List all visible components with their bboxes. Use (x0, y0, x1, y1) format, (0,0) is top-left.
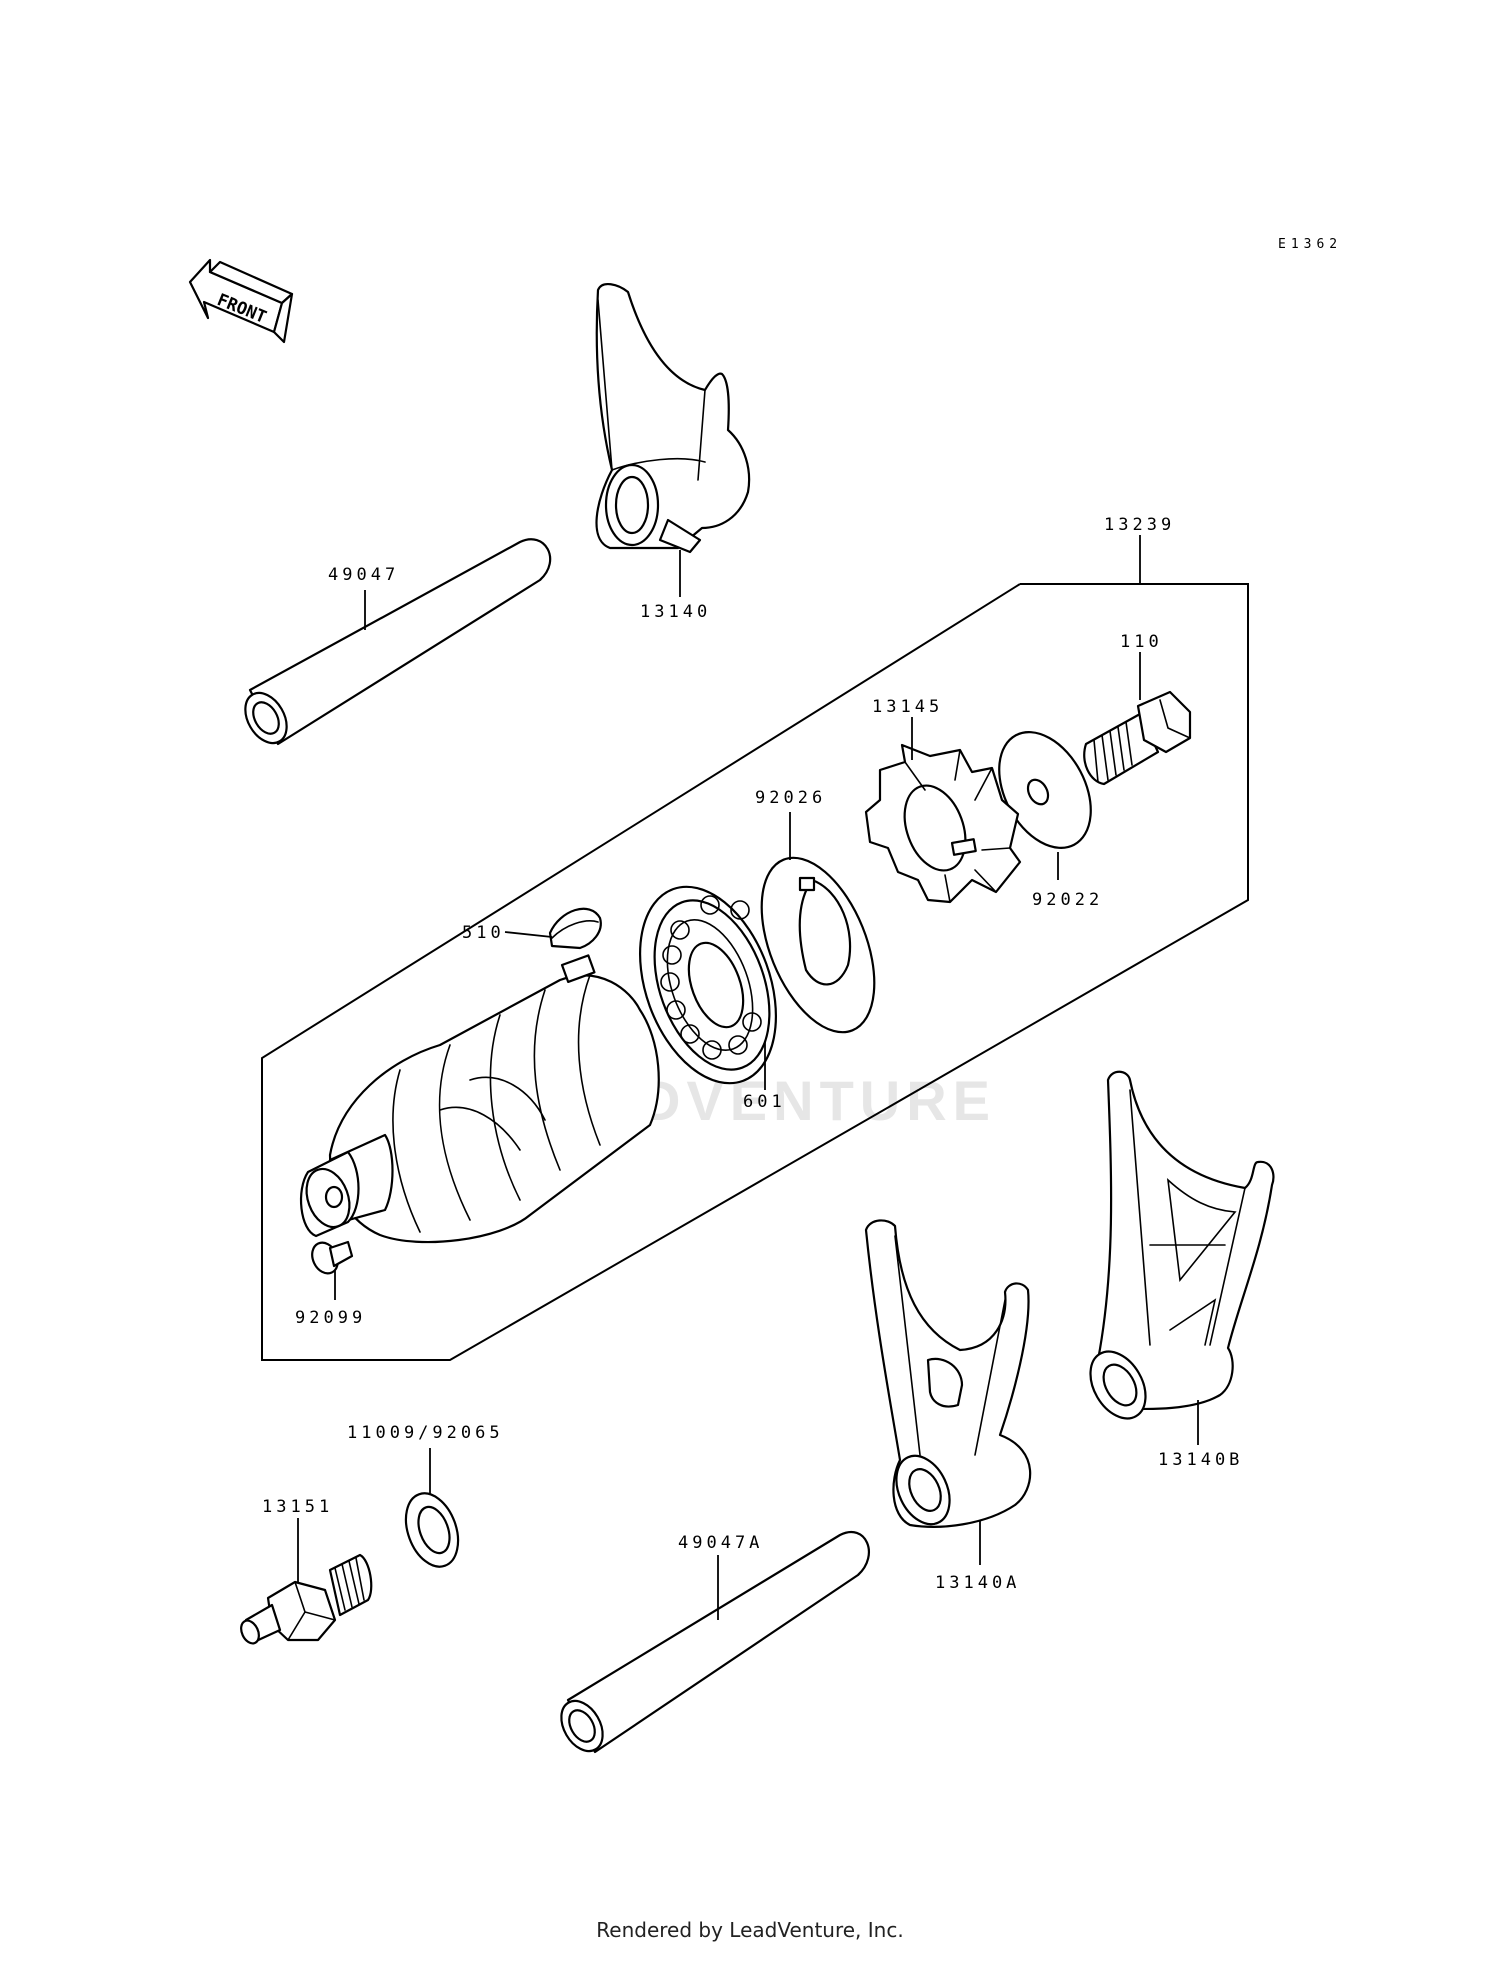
label-92099: 92099 (295, 1308, 366, 1328)
bearing-601 (638, 885, 778, 1085)
label-110: 110 (1120, 632, 1163, 652)
label-13151: 13151 (262, 1497, 333, 1517)
shaft-49047a (560, 1531, 870, 1754)
assembly-frame (261, 583, 1249, 1361)
shift-drum (300, 954, 660, 1244)
key-510 (548, 907, 602, 950)
gasket-11009-92065 (404, 1492, 460, 1568)
label-13140b: 13140B (1158, 1450, 1243, 1470)
shift-fork-13140 (595, 283, 751, 554)
label-13145: 13145 (872, 697, 943, 717)
bolt-110 (1083, 690, 1192, 786)
label-13239: 13239 (1104, 515, 1175, 535)
label-92022: 92022 (1032, 890, 1103, 910)
washer-plate-92026 (760, 856, 876, 1034)
label-49047: 49047 (328, 565, 399, 585)
switch-13151 (240, 1553, 373, 1645)
label-92026: 92026 (755, 788, 826, 808)
label-13140a: 13140A (935, 1573, 1020, 1593)
label-601: 601 (743, 1092, 786, 1112)
shift-fork-13140b (1089, 1070, 1275, 1420)
front-arrow-icon: FRONT (188, 258, 294, 344)
shift-fork-13140a (864, 1219, 1032, 1528)
diagram-code: E1362 (1278, 237, 1342, 252)
pin-92099 (311, 1240, 354, 1275)
cam-13145 (864, 743, 1022, 904)
label-11009-92065: 11009/92065 (347, 1423, 504, 1443)
footer-credit: Rendered by LeadVenture, Inc. (596, 1918, 904, 1942)
label-13140: 13140 (640, 602, 711, 622)
label-49047a: 49047A (678, 1533, 763, 1553)
label-510: 510 (462, 923, 505, 943)
shaft-49047 (244, 538, 552, 746)
